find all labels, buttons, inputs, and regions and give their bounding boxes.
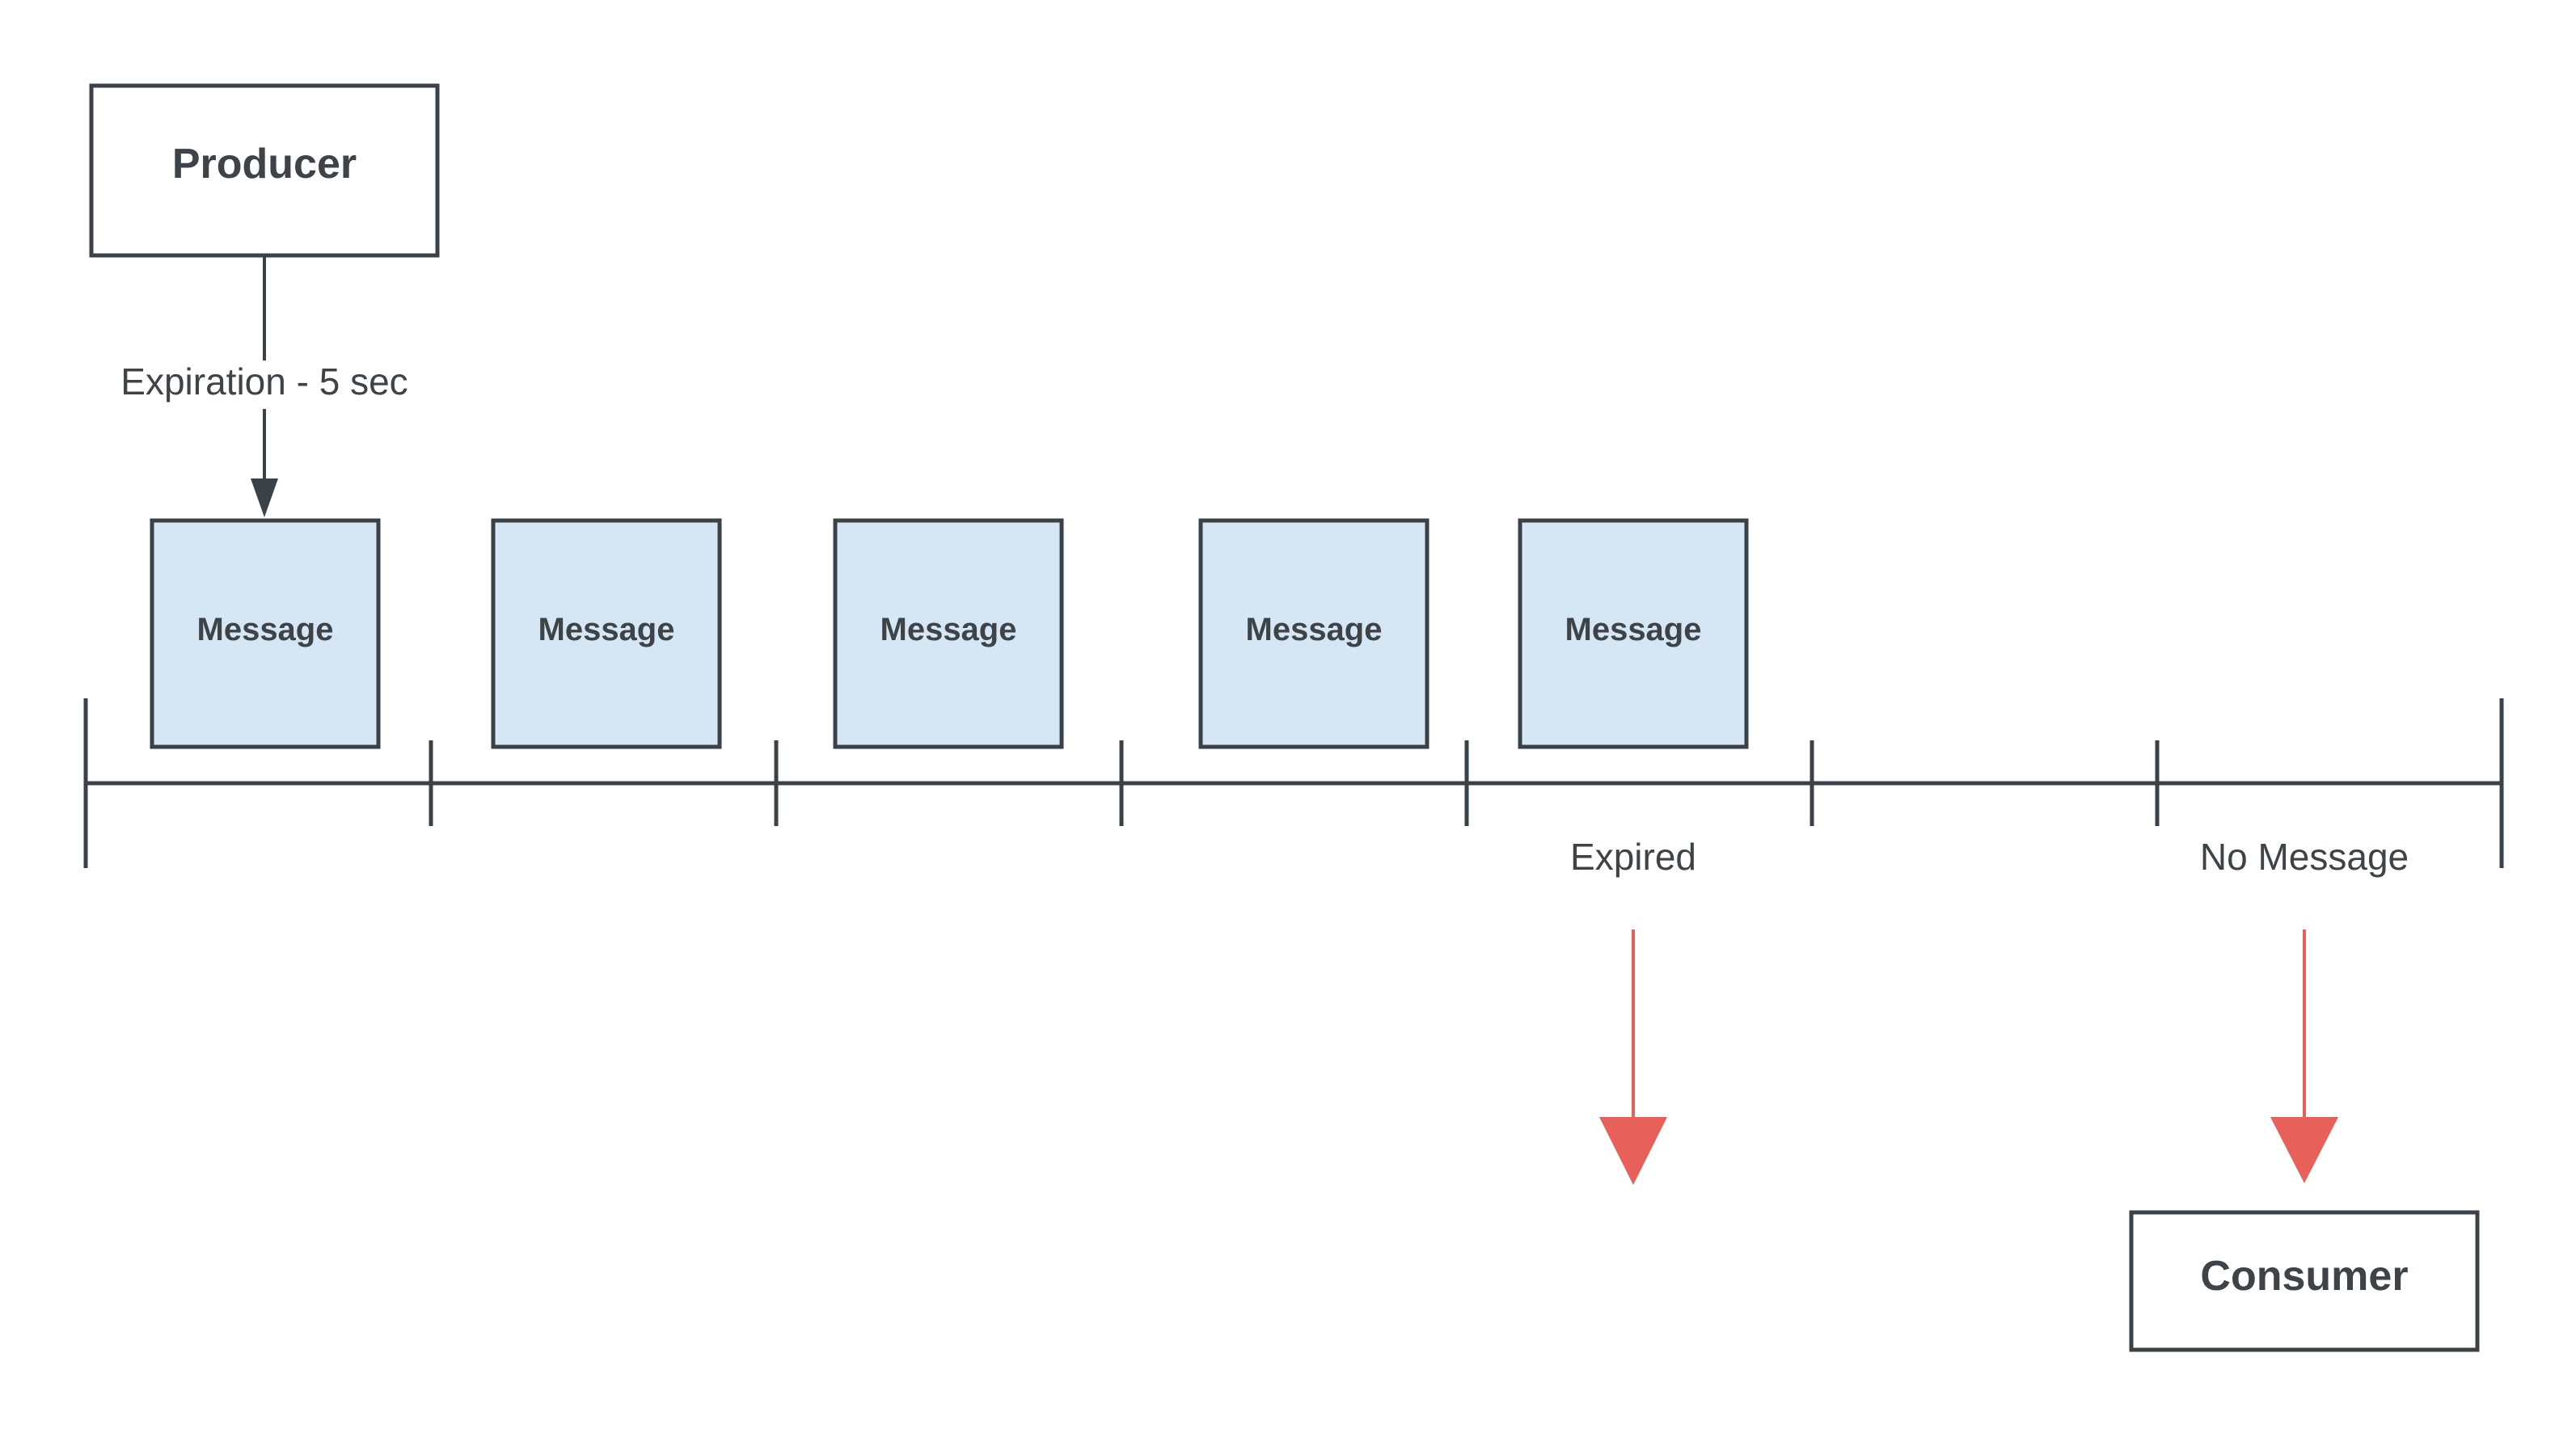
message-node: Message xyxy=(1518,518,1749,749)
message-label: Message xyxy=(880,612,1017,647)
timeline xyxy=(83,698,2504,868)
message-box xyxy=(491,518,722,749)
message-node: Message xyxy=(150,518,381,749)
expired-label: Expired xyxy=(1570,836,1696,878)
no-message-arrowhead xyxy=(2270,1117,2338,1183)
producer-connector: Expiration - 5 sec xyxy=(110,255,419,517)
message-node: Message xyxy=(833,518,1064,749)
message-node: Message xyxy=(1198,518,1429,749)
no-message-branch: No Message xyxy=(2200,836,2409,1183)
expired-branch: Expired xyxy=(1570,836,1696,1185)
no-message-label: No Message xyxy=(2200,836,2409,878)
message-label: Message xyxy=(197,612,334,647)
producer-arrowhead xyxy=(251,478,278,517)
message-label: Message xyxy=(1246,612,1383,647)
message-box xyxy=(1518,518,1749,749)
consumer-box xyxy=(2129,1210,2480,1352)
producer-label: Producer xyxy=(172,141,357,188)
expired-arrowhead xyxy=(1599,1117,1667,1185)
message-label: Message xyxy=(538,612,675,647)
producer-node: Producer xyxy=(89,83,440,258)
expiration-label-bg xyxy=(110,360,419,409)
messages: Message Message Message Message Message xyxy=(150,518,1749,749)
message-box xyxy=(1198,518,1429,749)
message-node: Message xyxy=(491,518,722,749)
consumer-label: Consumer xyxy=(2200,1253,2408,1300)
message-box xyxy=(150,518,381,749)
producer-box xyxy=(89,83,440,258)
expiration-label: Expiration - 5 sec xyxy=(120,360,408,403)
message-box xyxy=(833,518,1064,749)
message-label: Message xyxy=(1565,612,1702,647)
consumer-node: Consumer xyxy=(2129,1210,2480,1352)
